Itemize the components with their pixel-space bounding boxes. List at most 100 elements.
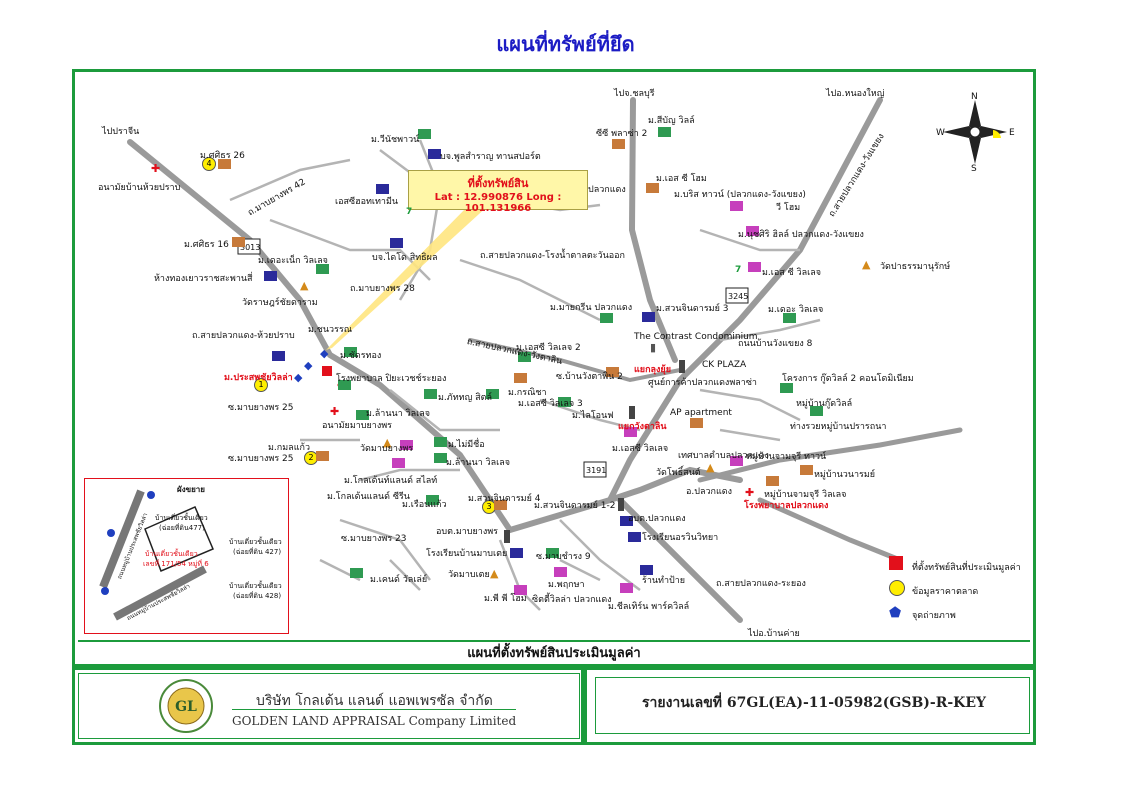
road-network bbox=[127, 97, 963, 623]
house-icon bbox=[486, 389, 499, 399]
map-label: ถ.มาบยางพร 28 bbox=[350, 284, 415, 294]
legend-swatch-property bbox=[889, 556, 903, 570]
inset-neighbor-3: บ้านเดี่ยวชั้นเดียว bbox=[229, 582, 282, 590]
map-label: ม.เรือนแก้ว bbox=[402, 500, 447, 510]
map-label: อ.ปลวกแดง bbox=[686, 487, 733, 497]
map-label: ม.ภัททญ สิตล์ bbox=[438, 393, 492, 403]
map-label: ม.ชีลเทิร์น พาร์ควิลล์ bbox=[608, 602, 690, 612]
map-label: ซ.มาบยางพร 25 bbox=[228, 454, 294, 464]
map-label: ปลวกแดง bbox=[588, 185, 626, 195]
map-label: อบต.ปลวกแดง bbox=[628, 514, 686, 524]
road-wangtalin bbox=[468, 338, 682, 383]
inset-subject-detail: เลขที่ 171/54 หมู่ที่ 6 bbox=[143, 560, 209, 568]
inset-roads bbox=[99, 489, 214, 621]
map-label: บจ.ไดโด สิทธิผล bbox=[372, 253, 438, 263]
dest-chonburi: ไปจ.ชลบุรี bbox=[614, 89, 655, 99]
legend-label: ที่ตั้งทรัพย์สินที่ประเมินมูลค่า bbox=[912, 563, 1021, 573]
house-icon bbox=[518, 352, 531, 362]
legend-label: จุดถ่ายภาพ bbox=[912, 611, 956, 621]
house-icon bbox=[390, 238, 403, 248]
road-nongyai bbox=[607, 97, 883, 503]
temple-icon: ▲ bbox=[862, 258, 871, 271]
map-label: ม.เอส ซี วิลเลจ bbox=[762, 268, 822, 278]
house-icon bbox=[690, 418, 703, 428]
map-label: วี โฮม bbox=[776, 203, 801, 213]
house-icon bbox=[264, 271, 277, 281]
map-label: ม.กรณิชา bbox=[508, 388, 547, 398]
map-label: หมู่บ้านวนารมย์ bbox=[814, 470, 876, 480]
map-frame bbox=[72, 69, 1036, 667]
market-point-4: 4 bbox=[202, 157, 216, 171]
house-icon bbox=[600, 313, 613, 323]
building-icon: ▮ bbox=[650, 341, 657, 354]
house-icon bbox=[232, 237, 245, 247]
map-label: ถ.สายปลวกแดง-ระยอง bbox=[716, 579, 806, 589]
house-icon bbox=[494, 500, 507, 510]
map-label: บจ.พูลสำราญ ทานสปอร์ต bbox=[440, 152, 541, 162]
compass-w: W bbox=[936, 128, 945, 138]
map-label: ม.ไลโอนฟ bbox=[572, 411, 614, 421]
map-label: ถ.สายปลวกแดง-โรงน้ำตาลตะวันออก bbox=[480, 251, 625, 261]
map-label: ม.บริส ทาวน์ (ปลวกแดง-วังแขยง) bbox=[674, 190, 806, 200]
map-label: ซ.มาบยางพร 23 bbox=[341, 534, 407, 544]
road-east bbox=[697, 427, 963, 483]
map-subtitle: แผนที่ตั้งทรัพย์สินประเมินมูลค่า bbox=[78, 640, 1030, 666]
road-chonburi bbox=[628, 97, 678, 363]
hospital-icon: ✚ bbox=[745, 486, 755, 499]
legend-label: ข้อมูลราคาตลาด bbox=[912, 587, 979, 597]
house-icon bbox=[766, 476, 779, 486]
house-icon bbox=[514, 585, 527, 595]
house-icon bbox=[514, 373, 527, 383]
report-number: รายงานเลขที่ 67GL(EA)-11-05982(GSB)-R-KE… bbox=[642, 695, 986, 711]
house-icon bbox=[658, 127, 671, 137]
report-inner-frame bbox=[595, 677, 1030, 734]
house-icon bbox=[642, 312, 655, 322]
map-label: ม.ล้านนา วิลเลจ bbox=[366, 409, 431, 419]
company-divider bbox=[232, 709, 516, 710]
map-label: วัดปาธรรมานุรักษ์ bbox=[880, 262, 951, 272]
route-sign-3013: 3013 bbox=[240, 243, 261, 252]
map-label: โรงพยาบาลปลวกแดง bbox=[744, 501, 829, 511]
house-icon bbox=[356, 410, 369, 420]
callout-heading: ที่ตั้งทรัพย์สิน bbox=[467, 177, 529, 190]
house-icon bbox=[800, 465, 813, 475]
photo-point-icon: ◆ bbox=[320, 347, 329, 360]
company-name-en: GOLDEN LAND APPRAISAL Company Limited bbox=[232, 714, 517, 728]
map-label: หมู่บ้านจามจุรี ทาวน์ bbox=[746, 452, 827, 462]
map-label: อบต.มาบยางพร bbox=[436, 527, 499, 537]
house-icon bbox=[746, 226, 759, 236]
house-icon bbox=[434, 453, 447, 463]
callout-coords: Lat : 12.990876 Long : 101.131966 bbox=[434, 192, 562, 214]
map-label: ถ.สายปลวกแดง-ห้วยปราบ bbox=[192, 331, 295, 341]
compass-n: N bbox=[971, 92, 978, 102]
map-label: หมู่บ้านกู๊ดวิลล์ bbox=[796, 399, 853, 409]
company-inner-frame bbox=[78, 673, 580, 739]
temple-icon: ▲ bbox=[706, 461, 715, 474]
house-icon bbox=[646, 183, 659, 193]
house-icon bbox=[418, 129, 431, 139]
house-icon bbox=[606, 367, 619, 377]
map-label: ซิตตี้วิลล่า ปลวกแดง bbox=[532, 595, 612, 605]
dest-bankhai: ไปอ.บ้านค่าย bbox=[748, 629, 800, 639]
house-icon bbox=[780, 383, 793, 393]
house-icon bbox=[620, 583, 633, 593]
house-icon bbox=[316, 451, 329, 461]
house-icon bbox=[612, 139, 625, 149]
house-icon bbox=[344, 347, 357, 357]
map-label: ห้างทองเยาวราชสะพานสี่ bbox=[154, 274, 253, 284]
map-label: ม.สวนจินดารมย์ 4 bbox=[468, 494, 541, 504]
map-label: โรงพยาบาล ปิยะเวชช์ระยอง bbox=[336, 374, 447, 384]
road-bankhai bbox=[617, 497, 743, 623]
house-icon bbox=[338, 380, 351, 390]
house-icon bbox=[620, 516, 633, 526]
inset-plan: ผังขยาย บ้านเดี่ยวชั้นเดียว เลขที่ 171/5… bbox=[84, 478, 289, 634]
market-point-1: 1 bbox=[254, 378, 268, 392]
inset-neighbor-2-detail: (ฉ่อยที่ดิน 427) bbox=[233, 548, 282, 556]
map-label: ม.วีนัชพาวน์ bbox=[371, 135, 420, 145]
map-label: ซ.บ้านวังตาพิน 2 bbox=[556, 372, 623, 382]
temple-icon: ▲ bbox=[490, 567, 499, 580]
map-label: ม.ไม่มีชื่อ bbox=[448, 440, 485, 450]
map-label: ม.ศศิธร 26 bbox=[200, 151, 245, 161]
house-icon bbox=[272, 351, 285, 361]
map-label: ม.เอสซี วิลเลจ 3 bbox=[518, 399, 583, 409]
